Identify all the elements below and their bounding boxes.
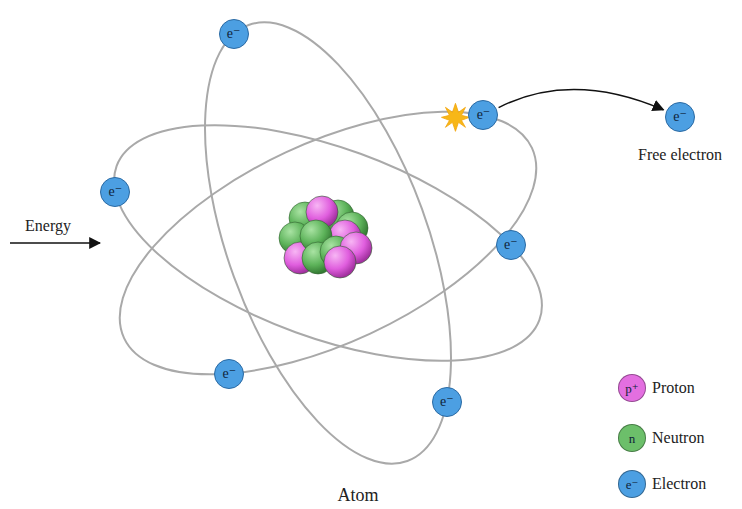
electron-symbol: e⁻ <box>673 110 687 124</box>
legend-swatch: p⁺ <box>618 374 646 402</box>
ejection-arrow <box>499 90 664 110</box>
orbit <box>84 77 572 409</box>
energy-arrow <box>10 242 100 244</box>
free-electron-label: Free electron <box>638 146 722 164</box>
electron-circle: e⁻ <box>665 102 695 132</box>
nucleus <box>279 196 372 278</box>
electron-symbol: e⁻ <box>477 108 491 122</box>
electron-symbol: e⁻ <box>109 185 123 199</box>
electron-circle: e⁻ <box>100 177 130 207</box>
legend-row: p⁺ Proton <box>618 374 695 402</box>
electron-circle: e⁻ <box>468 100 498 130</box>
atom-title: Atom <box>337 486 378 506</box>
orbit-rings <box>82 0 574 495</box>
electron-symbol: e⁻ <box>227 27 241 41</box>
electron-circle: e⁻ <box>432 387 462 417</box>
spark <box>441 103 469 131</box>
legend-symbol: p⁺ <box>625 382 638 395</box>
electron-symbol: e⁻ <box>504 238 518 252</box>
legend-symbol: e⁻ <box>626 478 639 491</box>
electron-circle: e⁻ <box>496 230 526 260</box>
orbit <box>155 0 502 495</box>
electron-circle: e⁻ <box>219 19 249 49</box>
orbit <box>82 57 574 428</box>
legend-symbol: n <box>629 432 636 445</box>
legend-text: Electron <box>652 475 706 493</box>
legend-text: Proton <box>652 379 695 397</box>
electron-circle: e⁻ <box>214 359 244 389</box>
electron-symbol: e⁻ <box>440 395 454 409</box>
energy-label: Energy <box>25 217 71 235</box>
legend-text: Neutron <box>652 429 704 447</box>
legend-swatch: n <box>618 424 646 452</box>
electron-symbol: e⁻ <box>222 367 236 381</box>
legend-row: e⁻ Electron <box>618 470 706 498</box>
legend-row: n Neutron <box>618 424 704 452</box>
legend-swatch: e⁻ <box>618 470 646 498</box>
